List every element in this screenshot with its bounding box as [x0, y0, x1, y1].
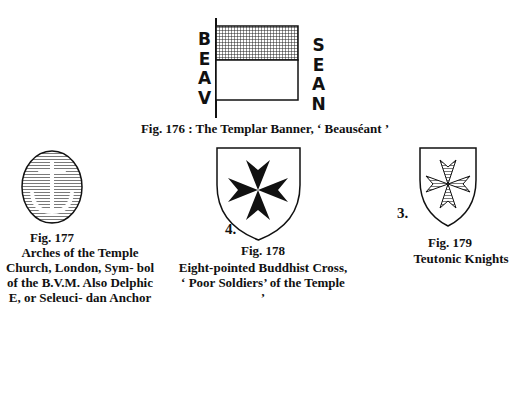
banner-letters: BEAV: [196, 30, 213, 108]
figure-number: Fig. 179: [405, 235, 495, 250]
figure-number: Fig. 177: [12, 230, 92, 245]
figure-caption: Arches of the Temple Church, London, Sym…: [4, 245, 156, 305]
anchor-oval: [22, 151, 82, 223]
teutonic-shield: [420, 148, 476, 226]
figure-number: Fig. 178: [218, 243, 308, 258]
figure-caption: Eight-pointed Buddhist Cross, ‘ Poor Sol…: [178, 260, 348, 305]
templar-shield: [217, 148, 300, 240]
callout-number: 3.: [397, 206, 417, 221]
callout-number: 4.: [225, 222, 245, 237]
templar-banner: [216, 18, 298, 118]
banner-letters: SEAN: [310, 36, 327, 114]
figure-caption: Teutonic Knights: [396, 251, 526, 266]
figure-caption: Fig. 176 : The Templar Banner, ‘ Beauséa…: [110, 121, 420, 136]
